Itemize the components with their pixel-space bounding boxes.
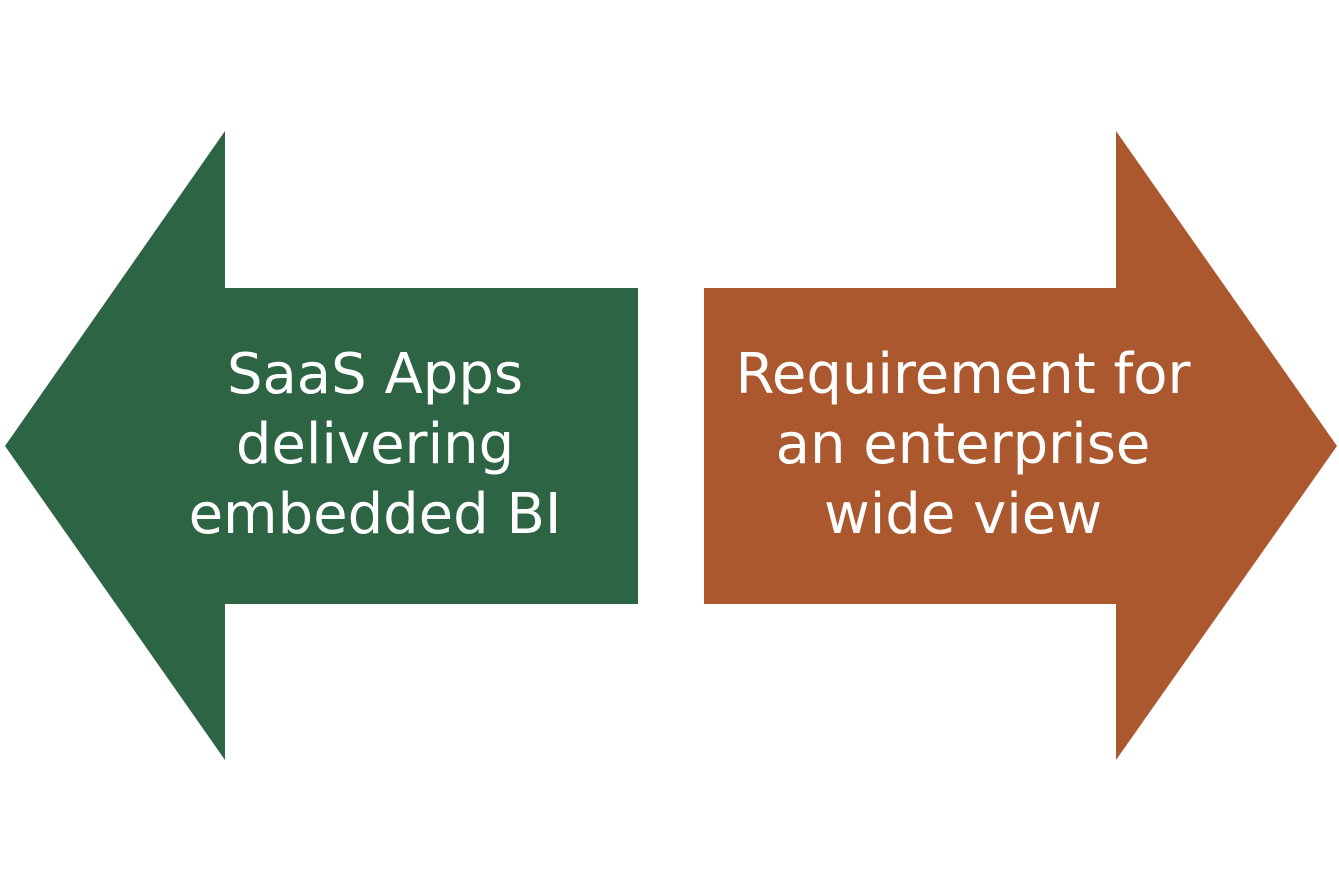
left-arrow-line: embedded BI xyxy=(188,482,562,547)
right-arrow-label: Requirement for an enterprise wide view xyxy=(735,338,1191,552)
right-arrow-line: wide view xyxy=(823,482,1103,547)
right-arrow-shape xyxy=(704,131,1337,760)
right-arrow-line: Requirement for xyxy=(735,342,1191,407)
left-arrow-line: SaaS Apps xyxy=(226,342,524,407)
left-arrow-shape xyxy=(5,131,638,760)
left-arrow-line: delivering xyxy=(235,412,515,477)
right-arrow-line: an enterprise xyxy=(775,412,1151,477)
left-arrow-label: SaaS Apps delivering embedded BI xyxy=(160,338,590,552)
